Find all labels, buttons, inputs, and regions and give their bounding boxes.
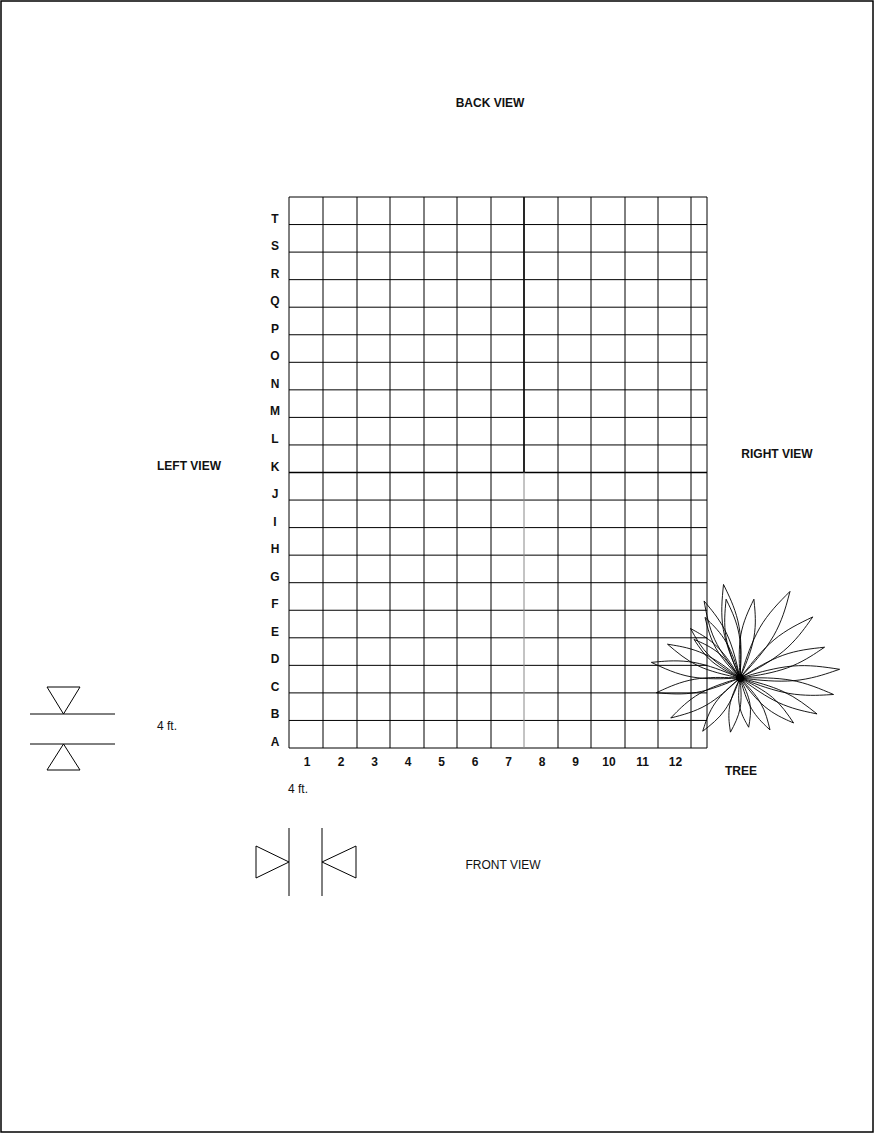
grid-line	[289, 252, 707, 253]
tree-leaf	[740, 647, 825, 678]
column-number: 12	[669, 756, 682, 768]
column-number: 1	[304, 756, 311, 768]
view-label: BACK VIEW	[456, 97, 525, 109]
grid-line	[424, 197, 425, 748]
tree-symbol	[651, 584, 839, 732]
grid-line	[289, 389, 707, 390]
garden-grid	[289, 197, 707, 748]
view-label: LEFT VIEW	[157, 460, 221, 472]
column-number: 11	[636, 756, 649, 768]
view-label: FRONT VIEW	[465, 859, 540, 871]
tree-leaf	[740, 678, 794, 723]
row-letter: K	[271, 461, 280, 473]
grid-line	[691, 197, 692, 748]
tree-leaf	[703, 678, 740, 731]
front-dimension-symbol	[256, 828, 356, 896]
row-letter: A	[271, 736, 280, 748]
column-number: 5	[438, 756, 445, 768]
tree-trunk	[736, 674, 744, 682]
grid-line	[289, 610, 707, 611]
row-letter: O	[270, 350, 279, 362]
grid-line	[591, 197, 592, 748]
row-letter: G	[270, 571, 279, 583]
grid-line	[289, 720, 707, 721]
row-letter: I	[273, 516, 276, 528]
tree-leaf	[740, 678, 770, 730]
grid-line	[357, 197, 358, 748]
grid-line	[289, 582, 707, 583]
row-letter: B	[271, 708, 280, 720]
grid-line	[457, 197, 458, 748]
tree-leaf	[656, 677, 740, 693]
tree-label: TREE	[725, 765, 757, 777]
grid-line	[390, 197, 391, 748]
grid-line	[289, 637, 707, 638]
tree-leaf	[739, 599, 755, 678]
tree-leaf	[740, 591, 790, 678]
grid-line	[289, 197, 290, 748]
grid-line	[625, 197, 626, 748]
row-letter: H	[271, 543, 280, 555]
row-letter: Q	[270, 295, 279, 307]
column-number: 3	[371, 756, 378, 768]
column-number: 7	[505, 756, 512, 768]
grid-line	[289, 224, 707, 225]
grid-line	[289, 197, 707, 198]
row-letter: T	[271, 213, 278, 225]
row-letter: M	[270, 405, 280, 417]
grid-line	[289, 444, 707, 445]
tree-leaf	[725, 599, 741, 678]
column-number: 4	[405, 756, 412, 768]
grid-line	[289, 748, 707, 749]
grid-line	[524, 197, 525, 748]
row-letter: D	[271, 653, 280, 665]
row-letter: P	[271, 323, 279, 335]
row-letter: L	[271, 433, 278, 445]
grid-line	[289, 527, 707, 528]
row-letter: S	[271, 240, 279, 252]
grid-line	[323, 197, 324, 748]
grid-line	[491, 197, 492, 748]
dimension-label: 4 ft.	[288, 783, 308, 795]
left-dimension-symbol	[30, 687, 115, 770]
grid-line	[289, 279, 707, 280]
row-letter: C	[271, 681, 280, 693]
row-letter: N	[271, 378, 280, 390]
grid-line	[289, 362, 707, 363]
tree-leaf	[740, 666, 840, 682]
grid-line	[289, 307, 707, 308]
grid-line	[289, 417, 707, 418]
column-number: 10	[602, 756, 615, 768]
grid-line	[289, 334, 707, 335]
view-label: RIGHT VIEW	[741, 448, 812, 460]
grid-line	[289, 500, 707, 501]
row-letter: E	[271, 626, 279, 638]
column-number: 2	[338, 756, 345, 768]
grid-line	[289, 555, 707, 556]
row-letter: R	[271, 268, 280, 280]
row-letter: F	[271, 598, 278, 610]
column-number: 6	[472, 756, 479, 768]
tree-leaf	[740, 678, 834, 696]
grid-divider	[523, 197, 525, 473]
dimension-label: 4 ft.	[157, 720, 177, 732]
grid-line	[558, 197, 559, 748]
grid-line	[289, 692, 707, 693]
tree-leaf	[671, 678, 740, 718]
grid-line	[289, 472, 707, 474]
column-number: 9	[572, 756, 579, 768]
row-letter: J	[272, 488, 279, 500]
tree-leaf	[694, 639, 740, 678]
column-number: 8	[539, 756, 546, 768]
tree-leaf	[704, 601, 740, 678]
grid-line	[289, 665, 707, 666]
